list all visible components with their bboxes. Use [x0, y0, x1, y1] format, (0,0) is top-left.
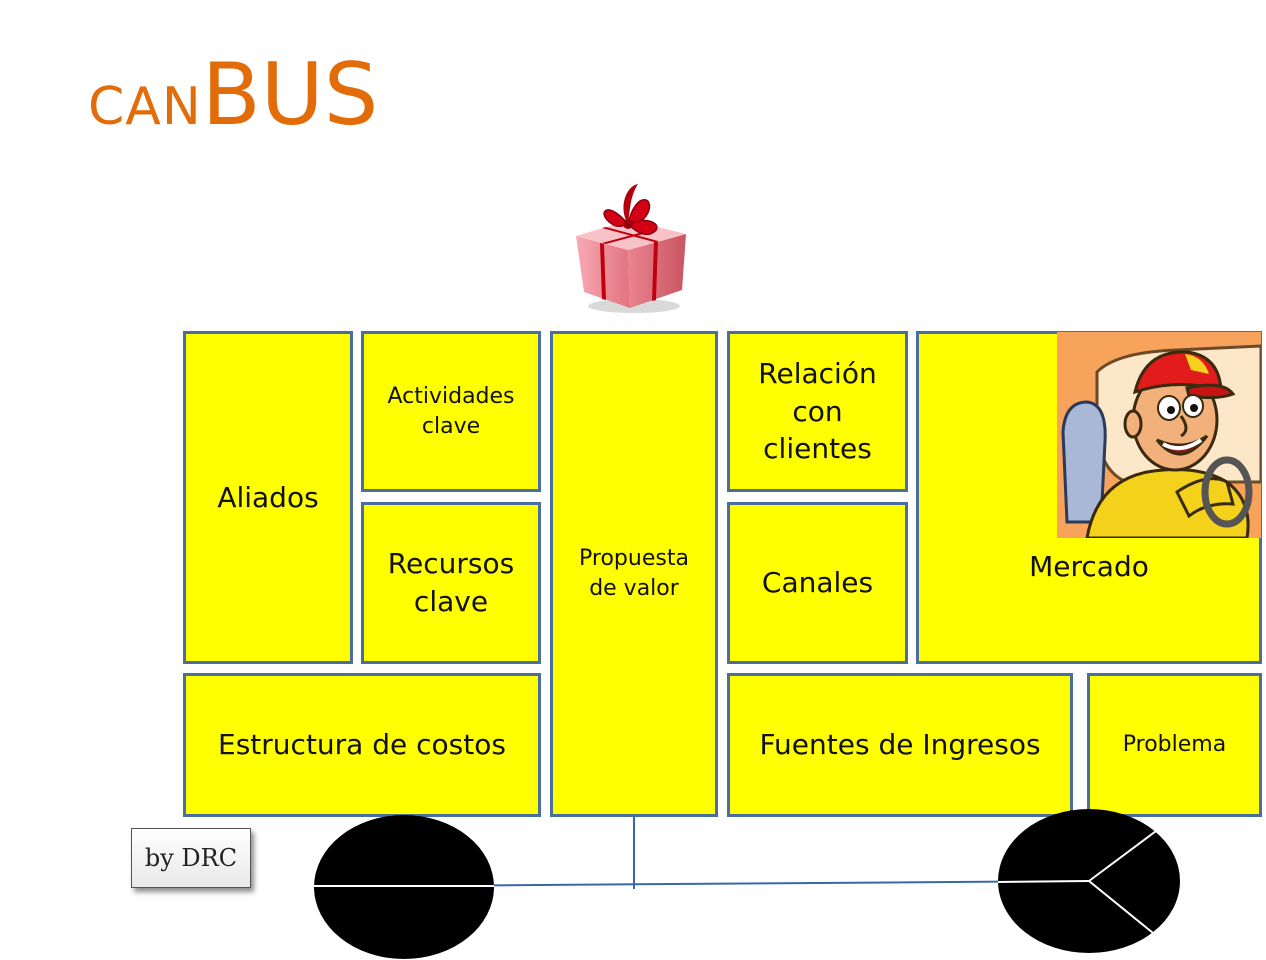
block-problema: Problema: [1087, 673, 1262, 817]
block-aliados: Aliados: [183, 331, 353, 664]
block-relacion-con-clientes: Relación con clientes: [727, 331, 908, 492]
byline-label: by DRC: [131, 828, 251, 888]
title-prefix: CAN: [88, 77, 202, 137]
block-estructura-de-costos: Estructura de costos: [183, 673, 541, 817]
block-actividades-clave: Actividades clave: [361, 331, 541, 492]
slide-title: CANBUS: [88, 52, 378, 138]
bus-driver-illustration: [1057, 332, 1261, 538]
axle-line: [402, 880, 1091, 887]
block-canales: Canales: [727, 502, 908, 664]
gift-icon: [576, 184, 686, 313]
title-suffix: BUS: [201, 45, 379, 145]
block-recursos-clave: Recursos clave: [361, 502, 541, 664]
wheel-icon: [997, 809, 1180, 953]
block-propuesta-de-valor: Propuesta de valor: [550, 331, 718, 817]
wheel-icon: [314, 815, 494, 959]
block-fuentes-de-ingresos: Fuentes de Ingresos: [727, 673, 1073, 817]
